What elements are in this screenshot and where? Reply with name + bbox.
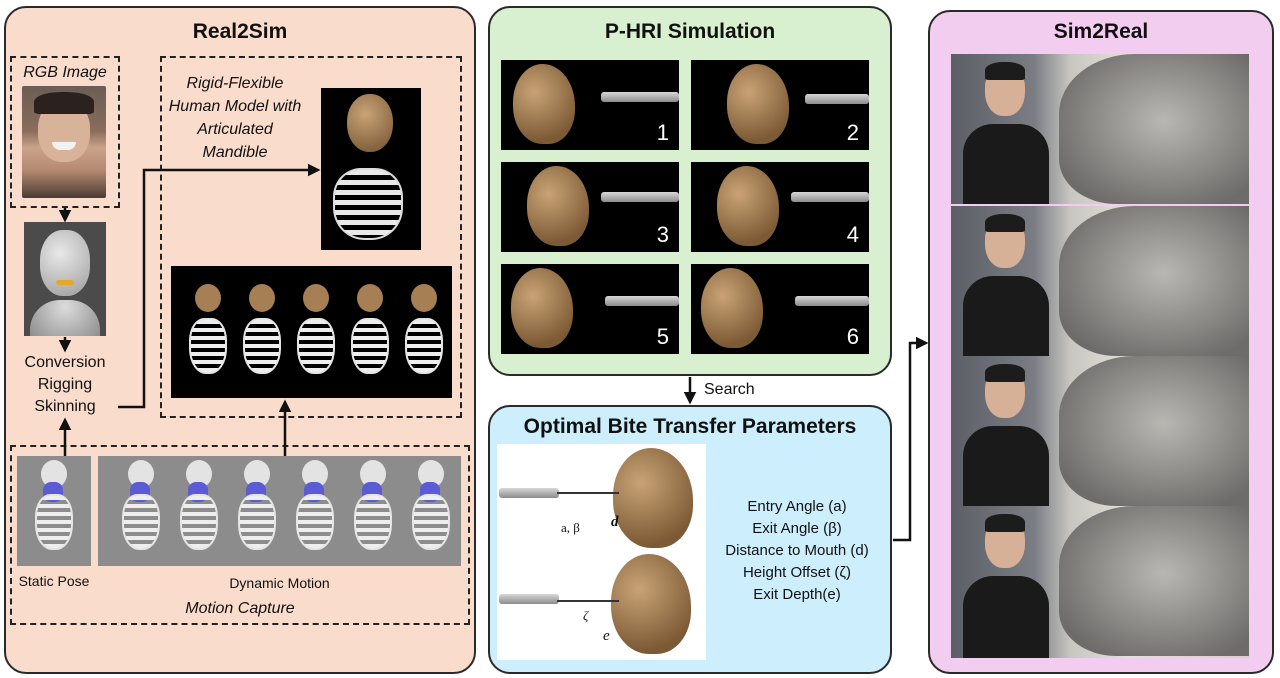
- real-photo-4: [951, 506, 1249, 658]
- sim-frame-1-number: 1: [656, 120, 669, 145]
- rgb-image-box: [10, 56, 120, 208]
- search-label: Search: [704, 381, 755, 398]
- phri-title: P-HRI Simulation: [604, 20, 776, 43]
- arrow-conversion-to-model: [118, 163, 321, 409]
- real-photo-2: [951, 206, 1249, 356]
- real-photo-1: [951, 54, 1249, 204]
- static-pose-render: [17, 456, 91, 566]
- rgb-face-photo: [22, 86, 106, 198]
- sim-frame-6: 6: [691, 264, 869, 354]
- diagram-label-angles: a, β: [561, 520, 580, 535]
- sim-frame-3: 3: [501, 162, 679, 252]
- conversion-text-2: Rigging: [37, 376, 93, 393]
- real2sim-title: Real2Sim: [192, 20, 288, 43]
- sim-frame-6-number: 6: [846, 324, 859, 349]
- sim-frame-2-number: 2: [846, 120, 859, 145]
- sim-frame-5: 5: [501, 264, 679, 354]
- dynamic-motion-render: [98, 456, 461, 566]
- arrow-optimal-to-real: [893, 336, 929, 542]
- skeleton-model-render: [321, 88, 421, 250]
- param-height-offset: Height Offset (ζ): [742, 564, 852, 581]
- sim-frame-1: 1: [501, 60, 679, 150]
- sim-frame-2: 2: [691, 60, 869, 150]
- motion-capture-label: Motion Capture: [185, 600, 295, 617]
- sim-frame-4-number: 4: [846, 222, 859, 247]
- human-model-box: [160, 56, 462, 418]
- sim2real-title: Sim2Real: [1053, 20, 1149, 43]
- diagram-label-height: ζ: [583, 608, 589, 623]
- rgb-image-label: RGB Image: [23, 64, 107, 81]
- real-photo-3: [951, 356, 1249, 506]
- face-mesh-render: [24, 222, 106, 336]
- param-exit-angle: Exit Angle (β): [752, 520, 842, 537]
- param-distance-to-mouth: Distance to Mouth (d): [725, 542, 869, 559]
- sim-frame-4: 4: [691, 162, 869, 252]
- skeleton-sequence-strip: [171, 266, 452, 398]
- conversion-text-1: Conversion: [24, 354, 106, 371]
- sim-frame-3-number: 3: [656, 222, 669, 247]
- diagram-label-distance: d: [611, 514, 619, 530]
- bite-parameter-diagram: a, β d ζ e: [497, 444, 706, 660]
- param-exit-depth: Exit Depth(e): [753, 586, 841, 603]
- param-entry-angle: Entry Angle (a): [747, 498, 847, 515]
- static-pose-label: Static Pose: [18, 573, 90, 589]
- human-model-label: Rigid-Flexible Human Model with Articula…: [168, 75, 302, 161]
- conversion-text-3: Skinning: [34, 398, 96, 415]
- sim-frame-5-number: 5: [656, 324, 669, 349]
- optimal-title: Optimal Bite Transfer Parameters: [523, 415, 857, 438]
- diagram-label-depth: e: [603, 628, 610, 644]
- dynamic-motion-label: Dynamic Motion: [229, 575, 330, 591]
- motion-capture-box: [10, 445, 470, 625]
